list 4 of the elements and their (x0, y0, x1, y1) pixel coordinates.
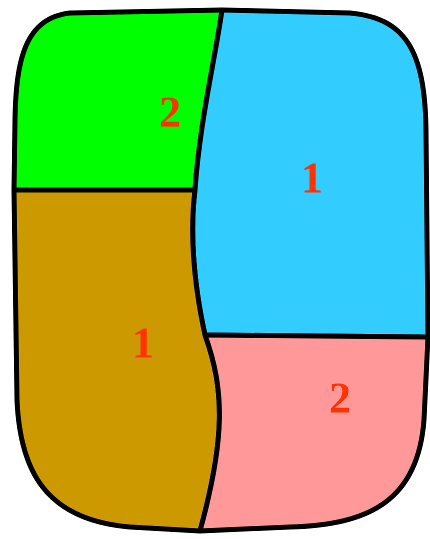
map-region: 2 (12, 8, 224, 192)
map-region: 1 (12, 188, 222, 534)
map-region: 1 (190, 8, 430, 340)
map-region: 2 (198, 332, 430, 534)
